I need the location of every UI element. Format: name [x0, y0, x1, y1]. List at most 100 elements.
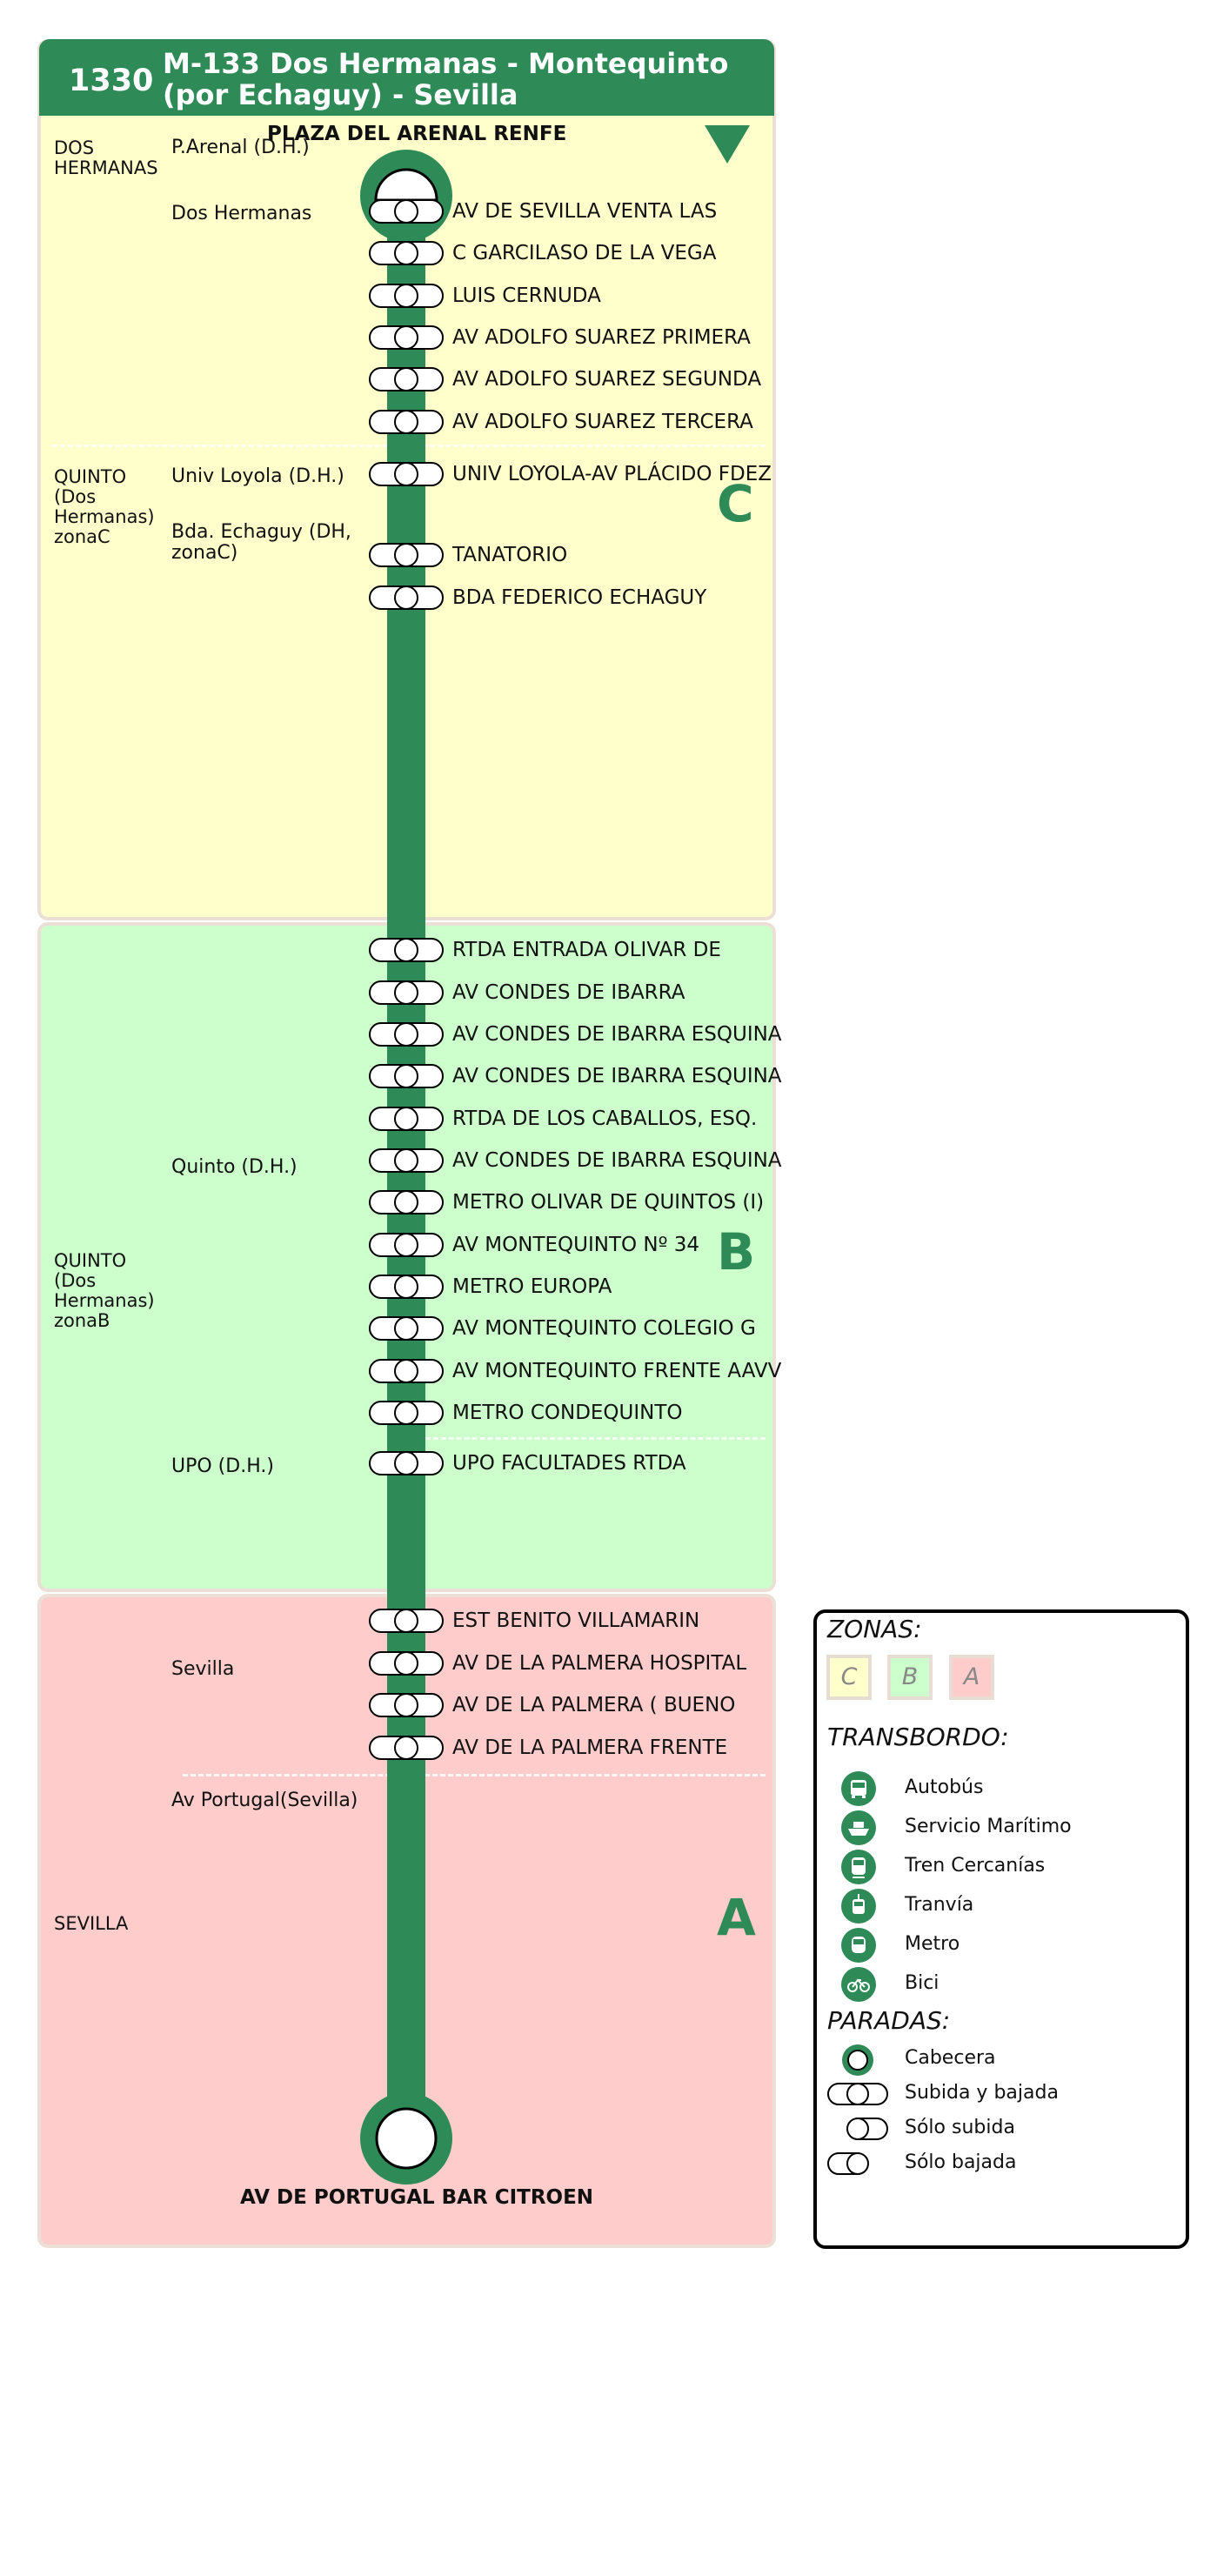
stop-label: METRO CONDEQUINTO [452, 1402, 683, 1424]
municipality-label: Dos Hermanas [171, 203, 312, 224]
legend-transfer-title: TRANSBORDO: [827, 1723, 1009, 1751]
stop-marker-center [394, 410, 418, 434]
stop-marker-center [394, 1022, 418, 1047]
zone-name-quinto-b: QUINTO (Dos Hermanas) zonaB [54, 1250, 155, 1331]
stop-label: UPO FACULTADES RTDA [452, 1452, 686, 1475]
stop-label: METRO OLIVAR DE QUINTOS (I) [452, 1191, 765, 1214]
legend-zone-c: C [826, 1655, 872, 1700]
stop-marker-center [394, 325, 418, 350]
stop-label: AV MONTEQUINTO Nº 34 [452, 1234, 700, 1256]
stop-label: RTDA ENTRADA OLIVAR DE [452, 939, 721, 961]
bus-icon [841, 1771, 876, 1806]
stop-label: AV CONDES DE IBARRA ESQUINA [452, 1149, 782, 1172]
stop-label: AV ADOLFO SUAREZ SEGUNDA [452, 368, 762, 391]
legend-stop-type-label: Subida y bajada [905, 2082, 1059, 2104]
stop-marker-center [394, 1316, 418, 1341]
end-terminal-inner [375, 2107, 438, 2170]
stop-marker-center [394, 1401, 418, 1425]
board-only-stop-icon [846, 2118, 888, 2140]
zone-name-sevilla: SEVILLA [54, 1913, 129, 1934]
stop-label: LUIS CERNUDA [452, 284, 601, 307]
municipality-label: UPO (D.H.) [171, 1455, 274, 1477]
legend-stop-type-label: Sólo bajada [905, 2151, 1017, 2173]
stop-label: AV CONDES DE IBARRA ESQUINA [452, 1065, 782, 1087]
stop-marker-center [394, 1107, 418, 1131]
stop-label: AV MONTEQUINTO FRENTE AAVV [452, 1360, 782, 1382]
stop-marker-center [394, 1233, 418, 1257]
stop-label: AV CONDES DE IBARRA ESQUINA [452, 1023, 782, 1046]
route-code: 1330 [69, 64, 154, 98]
municipality-label: Quinto (D.H.) [171, 1156, 298, 1178]
board-alight-stop-icon [827, 2083, 888, 2105]
stop-label: AV DE LA PALMERA ( BUENO [452, 1694, 736, 1716]
stop-marker-center [394, 543, 418, 567]
stop-label: EST BENITO VILLAMARIN [452, 1609, 700, 1632]
stop-label: AV DE SEVILLA VENTA LAS [452, 200, 718, 223]
stop-label: UNIV LOYOLA-AV PLÁCIDO FDEZ [452, 463, 772, 485]
legend-stop-type-label: Cabecera [905, 2047, 996, 2069]
stop-marker-center [394, 462, 418, 486]
stop-label: AV DE LA PALMERA FRENTE [452, 1736, 728, 1759]
municipality-label: P.Arenal (D.H.) [171, 137, 310, 158]
stop-label: BDA FEDERICO ECHAGUY [452, 586, 707, 609]
ship-icon [841, 1810, 876, 1845]
tram-icon [841, 1889, 876, 1924]
zone-letter-b: B [717, 1222, 756, 1281]
route-name: M-133 Dos Hermanas - Montequinto (por Ec… [163, 47, 729, 111]
legend-transfer-label: Tranvía [905, 1894, 974, 1916]
stop-marker-center [394, 1451, 418, 1475]
start-terminal-inner [374, 168, 438, 202]
stop-marker-center [394, 1064, 418, 1088]
legend-stop-type-label: Sólo subida [905, 2117, 1015, 2138]
legend-zones-title: ZONAS: [827, 1615, 922, 1643]
stop-marker-center [394, 199, 418, 224]
legend-transfer-label: Bici [905, 1972, 939, 1994]
stop-label: TANATORIO [452, 544, 568, 566]
stop-label: C GARCILASO DE LA VEGA [452, 242, 717, 264]
municipality-label: Sevilla [171, 1658, 235, 1680]
divider-sevilla-portugal [183, 1774, 766, 1776]
start-terminal-label: PLAZA DEL ARENAL RENFE [267, 123, 567, 145]
stop-label: METRO EUROPA [452, 1275, 612, 1298]
municipality-label: Av Portugal(Sevilla) [171, 1790, 358, 1811]
stop-marker-center [394, 1693, 418, 1717]
train-icon [841, 1850, 876, 1884]
stop-label: AV CONDES DE IBARRA [452, 981, 685, 1004]
legend-transfer-label: Autobús [905, 1776, 984, 1798]
legend-transfer-label: Tren Cercanías [905, 1855, 1046, 1877]
zone-name-quinto-c: QUINTO (Dos Hermanas) zonaC [54, 466, 155, 547]
alight-only-stop-icon [827, 2152, 869, 2175]
legend-transfer-label: Servicio Marítimo [905, 1816, 1072, 1837]
stop-label: AV ADOLFO SUAREZ PRIMERA [452, 326, 751, 349]
legend-zone-b: B [887, 1655, 933, 1700]
stop-label: AV DE LA PALMERA HOSPITAL [452, 1652, 747, 1675]
bike-icon [841, 1967, 876, 2002]
stop-marker-center [394, 1651, 418, 1676]
terminal-stop-icon [842, 2044, 873, 2076]
stop-label: AV MONTEQUINTO COLEGIO G [452, 1317, 756, 1340]
stop-marker-center [394, 284, 418, 308]
zone-letter-a: A [717, 1888, 756, 1947]
stop-marker-center [394, 1736, 418, 1760]
stop-marker-center [394, 585, 418, 610]
stop-marker-center [394, 241, 418, 265]
stop-marker-center [394, 1275, 418, 1299]
stop-marker-center [394, 980, 418, 1005]
legend-transfer-label: Metro [905, 1933, 960, 1955]
municipality-label: Bda. Echaguy (DH, zonaC) [171, 521, 351, 564]
stop-marker-center [394, 1148, 418, 1173]
municipality-label: Univ Loyola (D.H.) [171, 465, 344, 487]
stop-marker-center [394, 1190, 418, 1214]
legend-box [813, 1609, 1189, 2249]
stop-marker-center [394, 1359, 418, 1383]
direction-arrow-icon [705, 125, 750, 164]
stop-label: RTDA DE LOS CABALLOS, ESQ. [452, 1107, 758, 1130]
zone-name-dos-hermanas: DOS HERMANAS [54, 137, 158, 178]
route-header: 1330 M-133 Dos Hermanas - Montequinto (p… [39, 39, 774, 116]
zone-letter-c: C [717, 474, 754, 533]
stop-marker-center [394, 1609, 418, 1633]
legend-stops-title: PARADAS: [827, 2006, 951, 2035]
stop-marker-center [394, 938, 418, 962]
